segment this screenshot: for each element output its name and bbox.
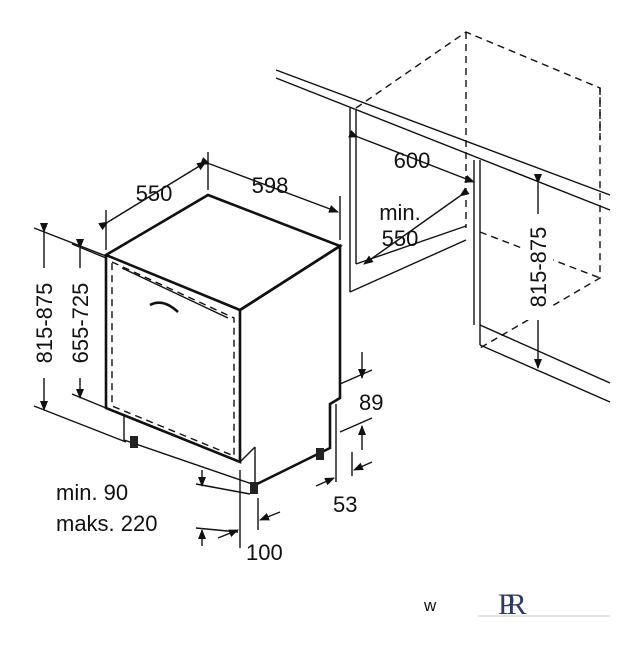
niche-width-arrow [348,130,475,183]
niche-depth-dimension: min. 550 [363,187,470,265]
countertop-top-edge [275,69,611,196]
height-mask [29,268,59,378]
foot-height-dimension: min. 90 maks. 220 [56,470,251,546]
cabinet-niche [275,31,611,403]
dishwasher-top [103,193,343,312]
dishwasher-base [123,414,256,486]
foot-depth-arrow-left [217,529,239,539]
height-label: 815-875 [32,283,57,364]
niche-height-mask [523,214,553,320]
height-dimension: 815-875 [29,223,127,443]
watermark: w PR [423,588,610,621]
plinth-dimension: 53 [315,404,373,517]
plinth-arrow-left [315,477,335,487]
dishwasher [103,193,343,494]
width-dimension: 598 [200,157,341,240]
width-arrow [200,157,339,213]
upper-cabinet-dashed [355,31,601,349]
niche-depth-arrow [363,187,470,265]
foot-depth-arrow-right [259,511,281,521]
height-extension-bottom [33,405,127,443]
door-gap-extension-top [339,369,373,385]
niche-min-value: 550 [382,226,419,251]
foot-depth-label: 100 [246,540,283,565]
appliance-height-label: 655-725 [68,283,93,364]
appliance-height-dimension: 655-725 [65,239,107,409]
foot-extension-top [195,483,251,495]
niche-width-dimension: 600 [348,130,475,183]
appliance-height-mask [65,268,95,378]
foot-depth-dimension: 100 [217,470,283,565]
door-gap-dimension: 89 [339,352,383,450]
depth-arrow [98,161,207,231]
foot-line1: min. 90 [56,480,128,505]
foot-front-left [130,436,138,448]
height-extension-top [33,227,107,257]
base-corner [239,446,256,463]
depth-dimension: 550 [98,152,209,250]
niche-height-label: 815-875 [526,227,551,308]
plinth-bottom [479,344,611,403]
countertop-bottom-edge [275,77,611,211]
watermark-text: w [423,596,437,615]
depth-label: 550 [136,181,173,206]
niche-width-label: 600 [394,148,431,173]
foot-back-right [316,448,324,460]
door-handle [149,301,179,313]
appliance-height-extension-bottom [71,393,107,409]
niche-height-dimension: 815-875 [523,174,553,369]
plinth-label: 53 [333,492,357,517]
door-frame-dashed [111,260,235,458]
dishwasher-front [104,255,242,464]
appliance-height-extension-top [71,243,107,259]
foot-line2: maks. 220 [56,511,158,536]
plinth-arrow-right [353,461,373,471]
niche-min-label: min. [379,200,421,225]
width-label: 598 [252,173,289,198]
foot-front-right [250,482,258,494]
door-gap-extension-bottom [339,417,373,433]
door-gap-label: 89 [359,390,383,415]
door-top-edge [121,267,229,319]
